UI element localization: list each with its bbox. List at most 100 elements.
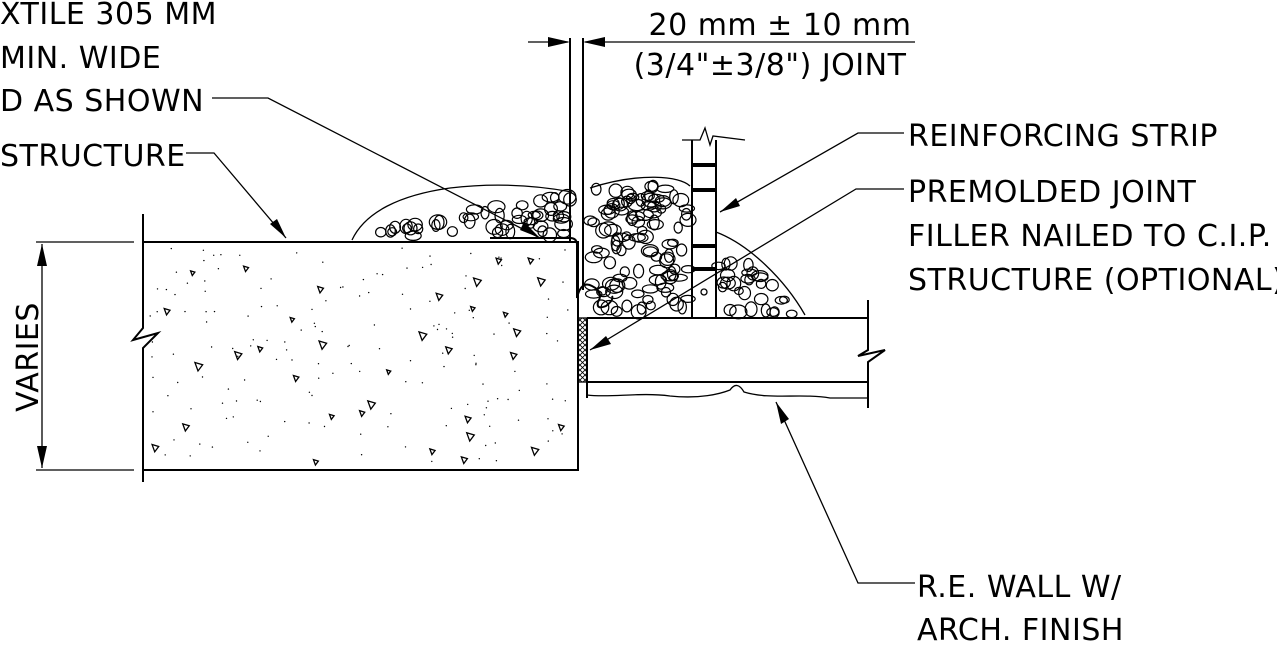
- joint-filler-label-line1: PREMOLDED JOINT: [908, 175, 1197, 210]
- wall-break-line: [857, 300, 886, 408]
- strip-break: [682, 126, 746, 148]
- aggregate-stone: [465, 431, 476, 443]
- gravel-pebble: [644, 180, 659, 192]
- geotextile-label-line2: MIN. WIDE: [0, 41, 161, 76]
- sand-dot: [313, 322, 316, 324]
- sand-dot: [493, 333, 495, 335]
- sand-dot: [517, 419, 520, 421]
- sand-dot: [561, 433, 563, 435]
- gravel-pebble: [666, 292, 680, 307]
- sand-dot: [266, 339, 268, 342]
- sand-dot: [483, 414, 485, 416]
- concrete-aggregate: [149, 247, 569, 467]
- aggregate-stone: [444, 345, 454, 356]
- arrowhead-up: [37, 244, 47, 266]
- sand-dot: [201, 376, 204, 378]
- sand-dot: [314, 325, 316, 328]
- sand-dot: [204, 290, 206, 292]
- sand-dot: [489, 425, 491, 427]
- gravel-pebble: [587, 217, 600, 228]
- sand-dot: [436, 328, 439, 331]
- re-wall-panel: [586, 300, 886, 408]
- aggregate-stone: [366, 399, 377, 411]
- gravel-pebble: [385, 224, 396, 238]
- sand-dot: [332, 372, 334, 374]
- sand-dot: [149, 315, 151, 317]
- sand-dot: [450, 407, 453, 410]
- varies-label: VARIES: [11, 302, 46, 412]
- gravel-pebble: [642, 246, 659, 257]
- sand-dot: [359, 370, 361, 373]
- gravel-pebble: [622, 234, 636, 250]
- sand-dot: [156, 311, 158, 313]
- gravel-pebble: [608, 183, 623, 198]
- gravel-pebble: [766, 307, 780, 318]
- gravel-outline-mid: [589, 176, 691, 189]
- joint-filler-label-line3: STRUCTURE (OPTIONAL): [908, 263, 1277, 298]
- gravel-pebble: [751, 272, 769, 283]
- sand-dot: [475, 362, 477, 364]
- aggregate-stone: [527, 257, 535, 266]
- gravel-pebble: [603, 256, 617, 270]
- sand-dot: [186, 282, 189, 284]
- gravel-pebble: [621, 299, 633, 313]
- gravel-pebble: [619, 266, 631, 278]
- architectural-finish: [586, 384, 868, 399]
- gravel-pebble: [404, 230, 422, 241]
- sand-dot: [378, 348, 381, 350]
- joint-filler-label-line2: FILLER NAILED TO C.I.P.: [908, 219, 1272, 254]
- sand-dot: [232, 347, 234, 350]
- sand-dot: [445, 328, 448, 330]
- gravel-pebble: [646, 219, 664, 231]
- gravel-pebble: [630, 289, 645, 299]
- sand-dot: [174, 293, 176, 296]
- sand-dot: [189, 455, 191, 457]
- gravel-pebble: [462, 212, 480, 222]
- re-wall-leader: [775, 401, 915, 584]
- sand-dot: [267, 435, 269, 437]
- gravel-pebble: [733, 286, 744, 296]
- gravel-pebble: [616, 244, 627, 257]
- aggregate-stone: [469, 305, 477, 313]
- gravel-pebble: [494, 207, 505, 224]
- gravel-outline-left: [351, 184, 573, 241]
- sand-dot: [350, 362, 352, 365]
- gravel-pebble: [609, 278, 626, 294]
- sand-dot: [170, 247, 172, 250]
- sand-dot: [284, 420, 286, 423]
- geotextile-label-line3: D AS SHOWN: [0, 84, 204, 119]
- connection-bolt: [700, 288, 708, 296]
- sand-dot: [445, 425, 447, 427]
- arrowhead-down: [37, 446, 47, 468]
- gravel-pebble: [641, 192, 661, 208]
- sand-dot: [296, 252, 298, 254]
- gravel-pebble: [620, 185, 635, 200]
- premolded-joint-filler: [577, 317, 588, 383]
- sand-dot: [487, 400, 489, 402]
- sand-dot: [347, 345, 349, 348]
- sand-dot: [199, 443, 201, 445]
- aggregate-stone: [509, 351, 518, 361]
- sand-dot: [164, 454, 166, 456]
- sand-dot: [247, 441, 249, 443]
- gravel-pebble: [614, 206, 629, 216]
- aggregate-stone: [417, 330, 428, 342]
- sand-dot: [259, 400, 262, 403]
- sand-dot: [409, 308, 412, 310]
- sand-dot: [546, 383, 548, 385]
- gravel-pebble: [621, 276, 638, 290]
- sand-dot: [465, 275, 467, 277]
- sand-dot: [232, 416, 234, 418]
- sand-dot: [165, 288, 168, 291]
- leader-lines: [186, 97, 915, 584]
- aggregate-stone: [472, 277, 483, 288]
- varies-dimension: VARIES: [11, 241, 134, 471]
- sand-dot: [467, 403, 469, 406]
- sand-dot: [429, 255, 431, 257]
- sand-dot: [322, 261, 324, 263]
- gravel-pebble: [726, 275, 742, 292]
- joint-width-imperial: (3/4"±3/8") JOINT: [634, 48, 907, 83]
- joint-filler-leader: [589, 188, 904, 351]
- sand-dot: [239, 254, 241, 256]
